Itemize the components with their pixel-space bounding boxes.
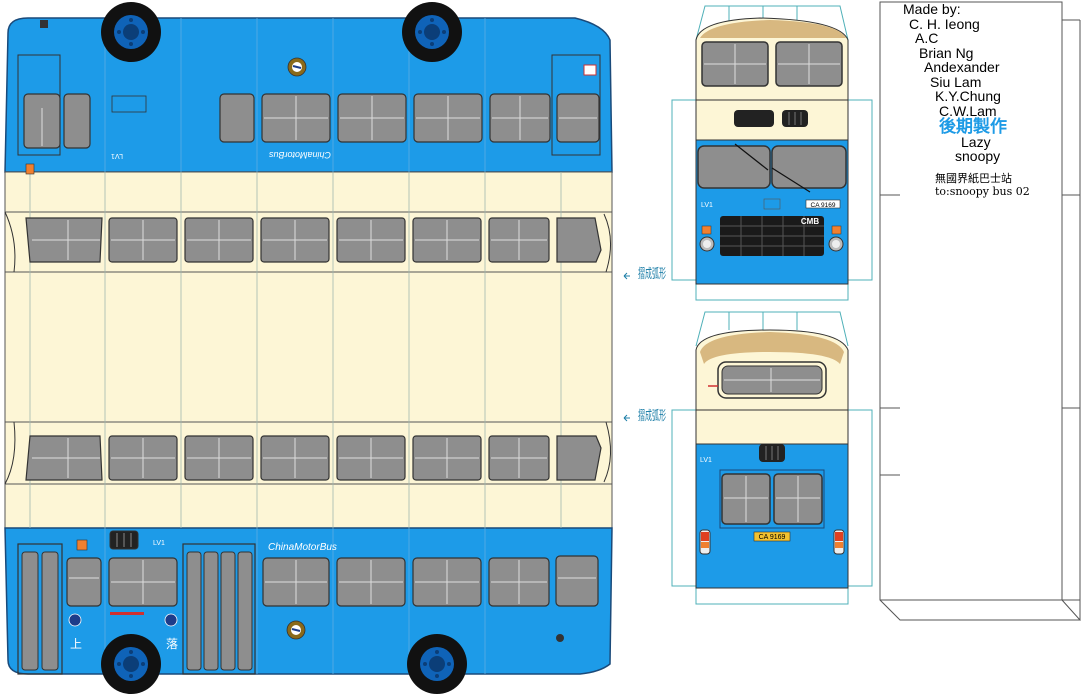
wiper-left <box>734 143 769 171</box>
headlight-icon <box>699 225 844 252</box>
rear-route-label: LV1 <box>700 457 712 464</box>
credit-name: A.C <box>915 30 939 46</box>
blind-dividers <box>116 533 132 547</box>
board-glyph: 上 <box>70 637 82 651</box>
credit-name: C.W.Lam <box>939 102 997 119</box>
upper-window-mullions <box>41 96 597 146</box>
rear-dome-right-1 <box>603 213 611 273</box>
tail-light-icon <box>699 529 845 555</box>
front-route-label: LV1 <box>701 202 713 209</box>
credit-name: Andexander <box>924 59 1000 75</box>
arrow-icon <box>68 613 178 627</box>
windscreen-left <box>697 145 771 189</box>
front-dome-left-2 <box>4 421 16 485</box>
wheel-icon <box>407 634 467 694</box>
credits-box <box>879 1 1081 621</box>
upper-cream-band <box>4 171 613 213</box>
route-blind-dividers <box>788 112 802 125</box>
fuel-flap <box>556 634 564 642</box>
front-plate-text: CA 9169 <box>811 202 836 209</box>
alight-glyph: 落 <box>166 637 178 651</box>
upper-door-outline <box>17 54 61 156</box>
credit-name: C. H. Ieong <box>909 15 980 32</box>
upper-route-label: LV1 <box>111 152 123 159</box>
lower-cream-band <box>4 483 613 529</box>
front-plate <box>805 199 841 209</box>
rear-plate <box>753 531 791 542</box>
windscreen-right <box>771 145 847 189</box>
front-dome-left-1 <box>4 211 16 273</box>
post-production-label: 後期製作 <box>939 117 1007 136</box>
indicator-lamp <box>25 163 35 175</box>
fold-note-1: 摺成弧形 <box>623 267 666 282</box>
rear-cream-band <box>695 409 849 445</box>
fleet-stripe <box>110 612 144 615</box>
lower-side-windows <box>66 555 599 607</box>
vent-panel <box>111 95 147 113</box>
cmb-logo-icon <box>287 57 307 77</box>
front-destination-blind <box>734 110 774 127</box>
credit-name: snoopy <box>955 148 1001 164</box>
front-view: LV1 CA 9169 CMB <box>671 5 873 301</box>
rear-dome-right-2 <box>603 421 611 483</box>
credit-name: K.Y.Chung <box>935 88 1001 104</box>
svg-text:摺成弧形: 摺成弧形 <box>638 409 666 424</box>
dedication: to:snoopy bus 02 <box>935 184 1030 198</box>
credits-header: Made by: <box>903 1 961 17</box>
rear-dome-shade <box>700 332 844 364</box>
credit-name: Brian Ng <box>919 44 974 61</box>
wheel-icon <box>402 2 462 62</box>
side-template: ChinaMotorBus LV1 <box>4 2 666 694</box>
rear-view: LV1 CA 9169 <box>671 311 873 605</box>
cmb-logo-icon <box>286 620 306 640</box>
fuel-cap <box>40 20 48 28</box>
front-emblem-box <box>763 198 781 210</box>
rear-lower-body <box>695 443 849 589</box>
fold-note-2: 摺成弧形 <box>623 409 666 424</box>
grille-bars <box>720 216 824 256</box>
svg-text:摺成弧形: 摺成弧形 <box>638 267 666 282</box>
upper-deck-mullions-1 <box>32 220 547 260</box>
rear-plate-text: CA 9169 <box>759 534 786 541</box>
lower-window-mullions <box>69 560 596 604</box>
rear-door <box>182 543 256 675</box>
wheel-icon <box>101 2 161 62</box>
wiper-right <box>771 167 811 193</box>
lower-brand-text: ChinaMotorBus <box>268 542 337 553</box>
logo-plate-icon <box>583 64 597 76</box>
lower-route-label: LV1 <box>153 540 165 547</box>
site-name: 無國界紙巴士站 <box>935 171 1012 185</box>
upper-rear-door-outline <box>551 54 601 156</box>
credit-name: Siu Lam <box>930 73 982 90</box>
grille-badge: CMB <box>801 217 819 226</box>
front-dome-shade <box>700 20 846 38</box>
roof-panel <box>4 271 613 423</box>
side-indicator <box>76 539 88 551</box>
front-door <box>17 543 63 675</box>
rear-blind-dividers <box>765 446 779 460</box>
credit-name: Lazy <box>961 133 991 150</box>
upper-deck-mullions-2 <box>32 438 547 478</box>
credits-text: Made by: C. H. Ieong A.C Brian Ng Andexa… <box>903 2 1030 198</box>
rear-engine-cover <box>719 469 825 529</box>
wheel-icon <box>101 634 161 694</box>
upper-brand-text: ChinaMotorBus <box>268 150 331 160</box>
